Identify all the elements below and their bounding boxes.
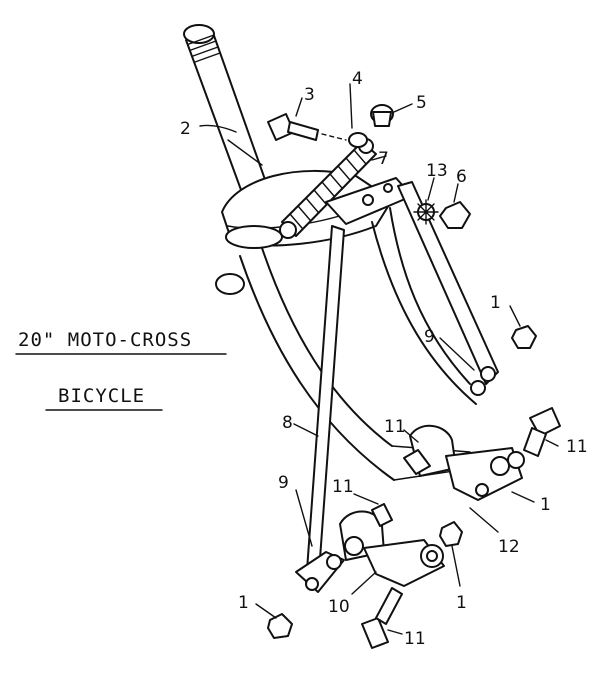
bolt-11-lower-left — [371, 503, 393, 527]
nut-6 — [439, 201, 471, 229]
callout-11-lower: 11 — [332, 477, 354, 497]
callout-numbers: 2 3 4 5 7 13 6 1 9 8 11 11 1 12 11 9 10 … — [180, 69, 588, 649]
callout-1-top: 1 — [490, 293, 501, 313]
link-rod-8 — [305, 225, 345, 587]
callout-5: 5 — [416, 93, 427, 113]
callout-12: 12 — [498, 537, 520, 557]
star-washer-13 — [413, 199, 439, 225]
nut-crown-side — [215, 273, 245, 295]
bolt-11-bottom — [361, 587, 403, 649]
bolt-3 — [267, 113, 347, 141]
callout-4: 4 — [352, 69, 363, 89]
bolt-11-mid — [403, 449, 431, 475]
callout-11-bottom: 11 — [404, 629, 426, 649]
callout-6: 6 — [456, 167, 467, 187]
callout-1-right: 1 — [540, 495, 551, 515]
leader-lines — [199, 83, 559, 635]
washer-4 — [348, 132, 368, 148]
caliper-lower — [339, 510, 445, 587]
callout-11-right: 11 — [566, 437, 588, 457]
link-bar-9-upper — [397, 181, 499, 396]
steerer-tube — [183, 24, 269, 199]
callout-1-left: 1 — [238, 593, 249, 613]
callout-3: 3 — [304, 85, 315, 105]
callout-2: 2 — [180, 119, 191, 139]
nut-1-right-top — [511, 325, 537, 349]
fork-legs — [239, 207, 477, 481]
nut-1-bottom-left — [267, 613, 293, 639]
callout-8: 8 — [282, 413, 293, 433]
callout-7: 7 — [378, 149, 389, 169]
nut-1-center — [439, 521, 463, 547]
callout-9-lower: 9 — [278, 473, 289, 493]
callout-13: 13 — [426, 161, 448, 181]
shock-spring — [279, 138, 377, 239]
callout-11-mid: 11 — [384, 417, 406, 437]
cap-nut-5 — [370, 104, 394, 127]
title-line-1: 20" MOTO-CROSS — [18, 329, 192, 351]
title-line-2: BICYCLE — [58, 385, 145, 407]
callout-9-top: 9 — [424, 327, 435, 347]
callout-1-center: 1 — [456, 593, 467, 613]
bolt-11-right — [523, 407, 561, 457]
link-bar-9-lower — [295, 551, 345, 593]
callout-10: 10 — [328, 597, 350, 617]
